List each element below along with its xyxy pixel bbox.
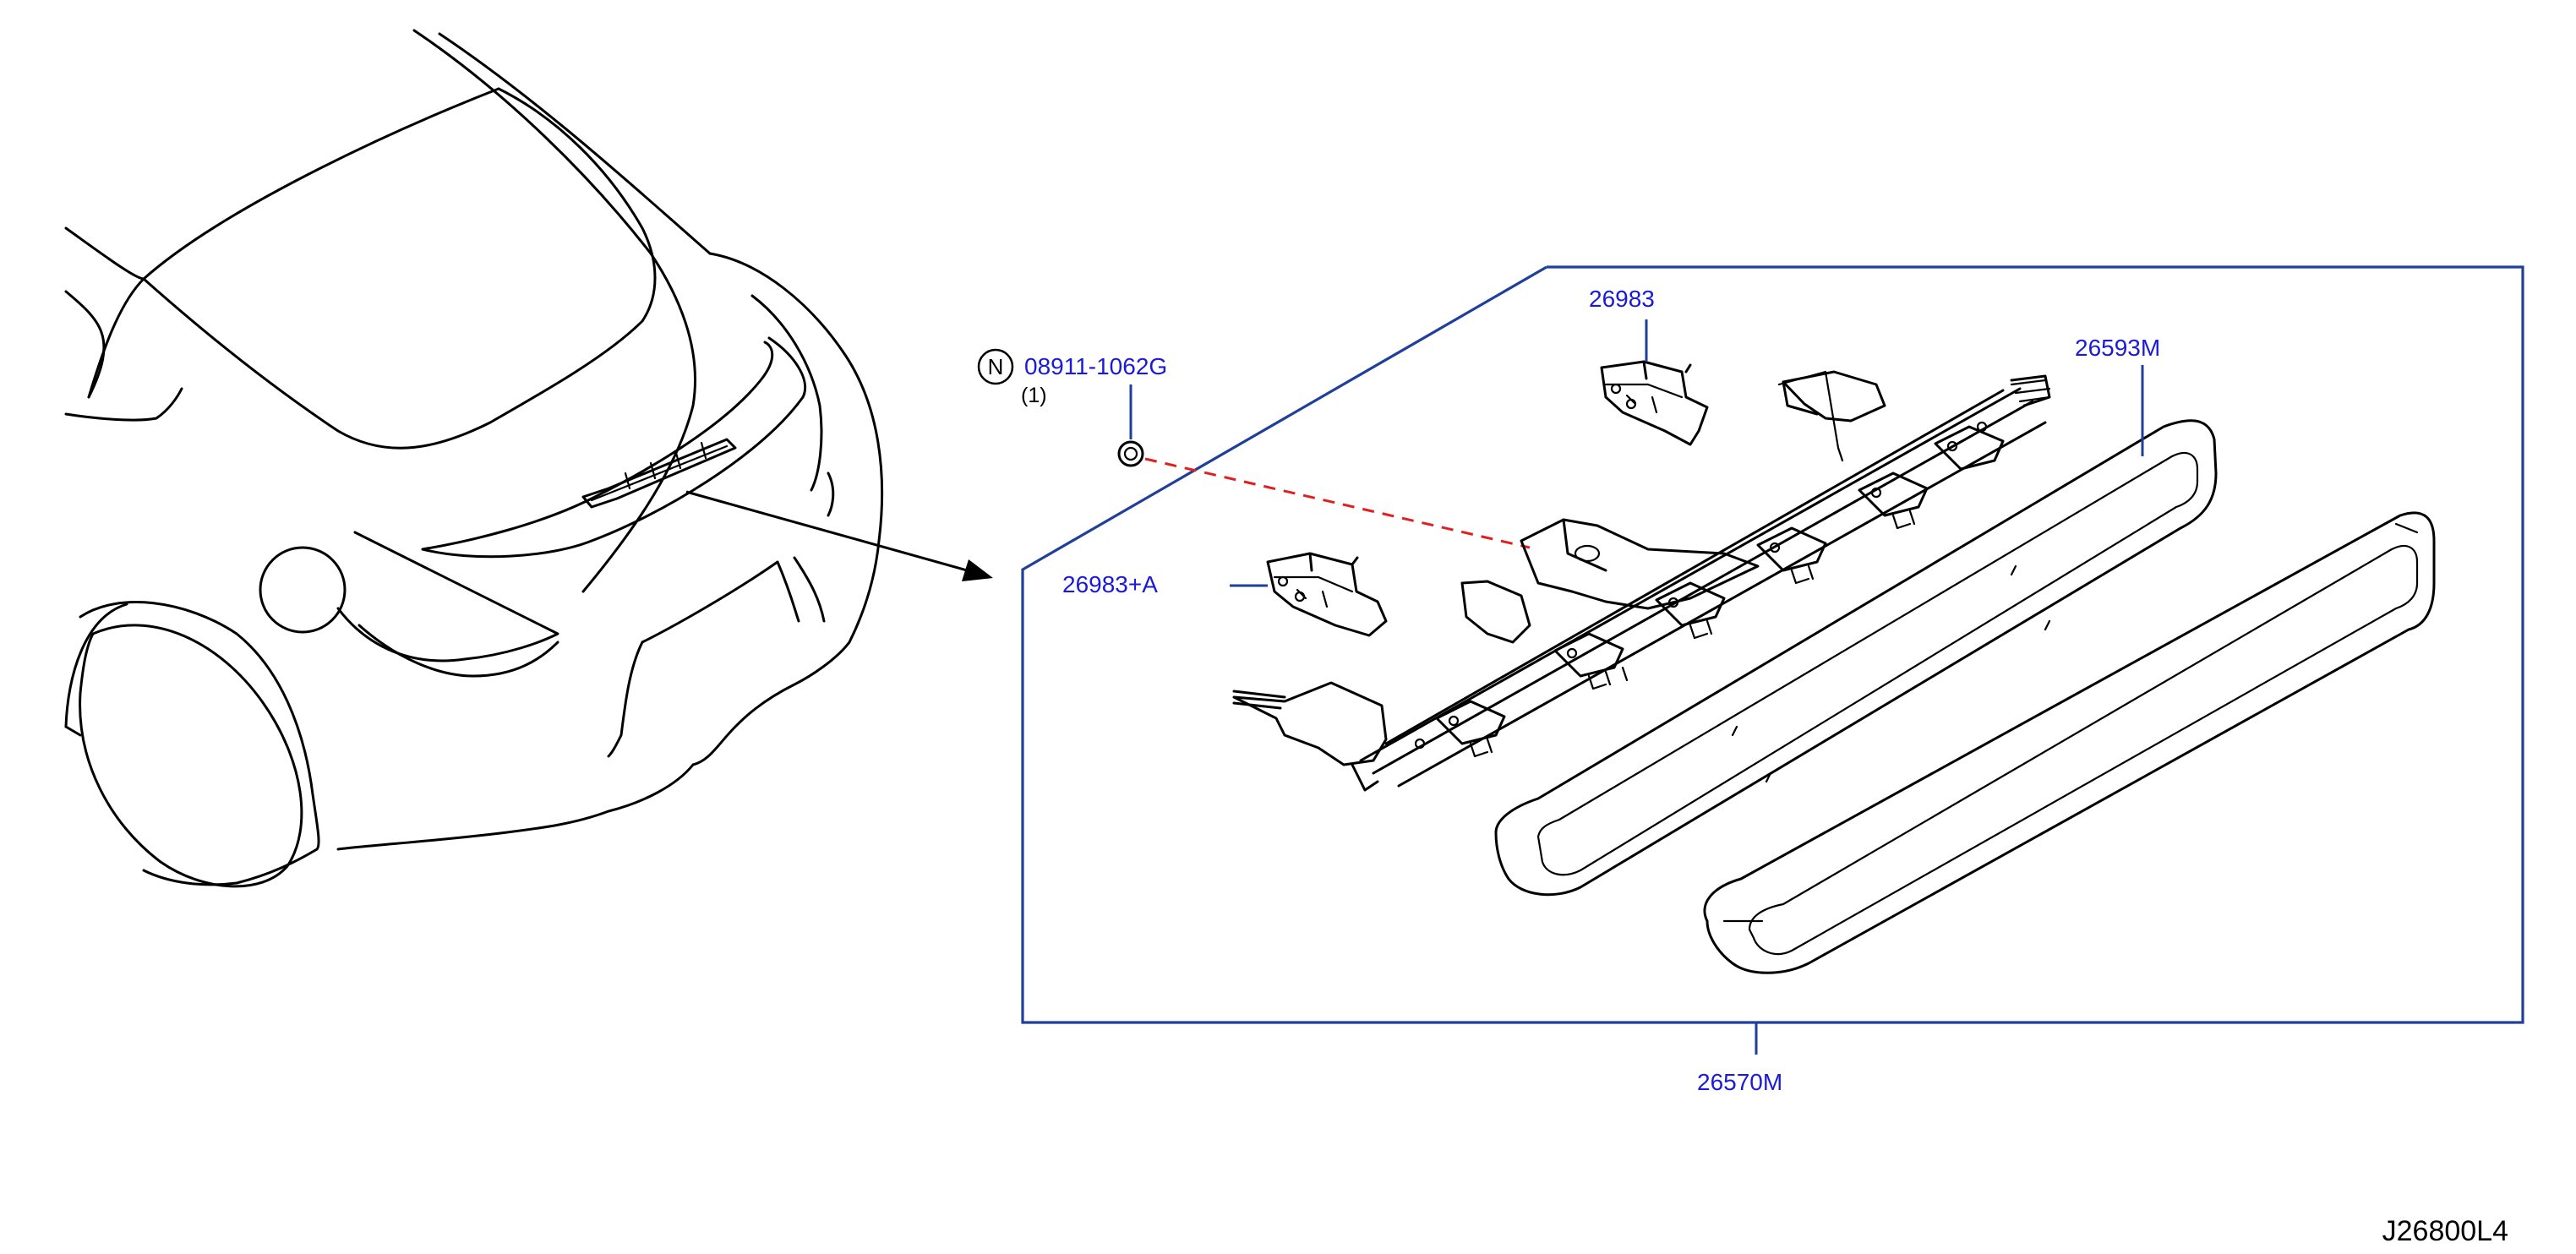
- callout-arrow: [685, 490, 993, 581]
- nut-illustration: [1117, 440, 1144, 467]
- part-number-assembly: 26570M: [1697, 1069, 1782, 1095]
- leader-lines: [1129, 319, 2144, 1055]
- lamp-housing-illustration: [1232, 370, 2051, 792]
- cover-illustration: [1703, 511, 2436, 974]
- part-number-bracket-upper: 26983: [1589, 286, 1655, 312]
- quantity-nut: (1): [1021, 384, 1047, 407]
- assembly-frame: [1021, 265, 2524, 1024]
- part-number-lens: 26593M: [2075, 335, 2160, 361]
- fastener-dashed-line: [1144, 457, 1531, 549]
- n-symbol-icon: [977, 348, 1014, 385]
- part-number-bracket-lower: 26983+A: [1062, 571, 1158, 597]
- bracket-upper-illustration: [1600, 360, 1709, 446]
- nut-callout: N 08911-1062G (1): [977, 348, 1167, 407]
- vehicle-rear-illustration: [64, 29, 884, 888]
- part-number-nut: 08911-1062G: [1024, 353, 1167, 379]
- bracket-lower-illustration: [1266, 552, 1388, 637]
- lens-illustration: [1494, 419, 2218, 897]
- drawing-code: J26800L4: [2382, 1215, 2508, 1247]
- n-symbol-text: N: [988, 354, 1004, 379]
